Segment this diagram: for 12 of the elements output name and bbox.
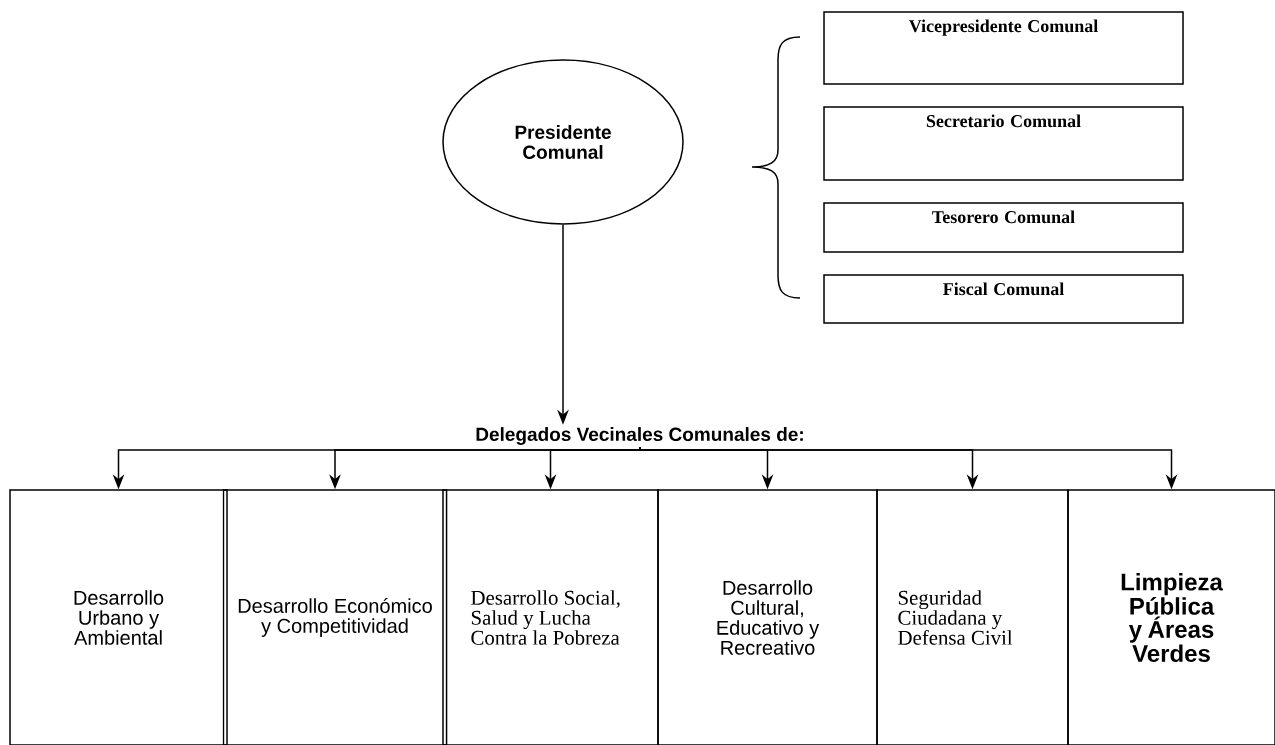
position-box: Fiscal Comunal [823, 274, 1184, 324]
area-box: Limpieza Pública y Áreas Verdes [1067, 489, 1275, 745]
position-box: Tesorero Comunal [823, 202, 1184, 253]
area-box: Desarrollo Económico y Competitividad [222, 489, 448, 745]
ellipse-node: Presidente Comunal [442, 59, 684, 225]
heading-text: Delegados Vecinales Comunales de: [476, 427, 803, 445]
area-box: Seguridad Ciudadana y Defensa Civil [876, 489, 1069, 745]
area-box: Desarrollo Urbano y Ambiental [9, 489, 228, 745]
area-box: Desarrollo Social, Salud y Lucha Contra la Pobreza [442, 489, 659, 745]
position-box: Vicepresidente Comunal [823, 11, 1184, 85]
area-box: Desarrollo Cultural, Educativo y Recreativo [657, 489, 878, 745]
position-box: Secretario Comunal [823, 106, 1184, 181]
